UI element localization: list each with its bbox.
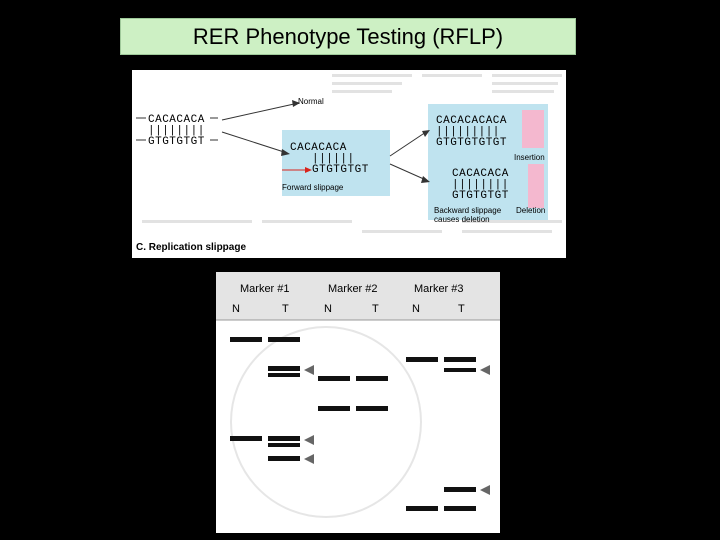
band [444, 506, 476, 511]
marker-2-label: Marker #2 [328, 283, 378, 295]
band [406, 357, 438, 362]
band [318, 406, 350, 411]
band [444, 357, 476, 362]
replication-slippage-figure: CACACACA |||||||| GTGTGTGT Normal CACACA… [132, 70, 566, 258]
band [268, 366, 300, 371]
left-strand-bars: |||||||| [148, 125, 205, 137]
band [268, 436, 300, 441]
left-strand-top: CACACACA [148, 114, 205, 126]
band [444, 368, 476, 372]
deletion-highlight [528, 164, 544, 208]
arrowhead-left-icon [480, 485, 490, 495]
insertion-highlight [522, 110, 544, 148]
band [268, 456, 300, 461]
insertion-strand-top: CACACACACA [436, 115, 507, 127]
forward-arrow-icon [305, 167, 312, 173]
slide-title-box: RER Phenotype Testing (RFLP) [120, 18, 576, 55]
deletion-strand-bottom: GTGTGTGT [452, 190, 509, 202]
deletion-strand-top: CACACACA [452, 168, 509, 180]
band [230, 337, 262, 342]
deletion-strand-bars: |||||||| [452, 179, 509, 191]
middle-strand-bottom: GTGTGTGT [312, 164, 369, 176]
band [268, 373, 300, 377]
insertion-strand-bottom: GTGTGTGTGT [436, 137, 507, 149]
backward-slippage-label-2: causes deletion [434, 215, 490, 224]
arrowhead-left-icon [480, 365, 490, 375]
band [356, 376, 388, 381]
arrowhead-left-icon [304, 454, 314, 464]
middle-strand-bars: |||||| [312, 153, 355, 165]
rflp-gel-figure: Marker #1 Marker #2 Marker #3 N T N T N … [216, 272, 500, 533]
band [444, 487, 476, 492]
band [268, 337, 300, 342]
gel-diagram: Marker #1 Marker #2 Marker #3 N T N T N … [216, 272, 500, 518]
slide-title: RER Phenotype Testing (RFLP) [192, 23, 504, 49]
marker-2-lane-t: T [372, 303, 379, 315]
arrowhead-left-icons [304, 365, 490, 495]
normal-label: Normal [298, 97, 324, 106]
marker-1-lane-n: N [232, 303, 240, 315]
insertion-strand-bars: ||||||||| [436, 126, 500, 138]
middle-strand-top: CACACACA [290, 142, 347, 154]
background-texture [230, 326, 422, 518]
backward-slippage-label-1: Backward slippage [434, 206, 502, 215]
marker-1-lane-t: T [282, 303, 289, 315]
background-text-texture [142, 74, 562, 233]
marker-3-label: Marker #3 [414, 283, 464, 295]
band [230, 436, 262, 441]
slippage-caption: C. Replication slippage [136, 242, 246, 253]
arrowhead-left-icon [304, 365, 314, 375]
slippage-diagram: CACACACA |||||||| GTGTGTGT Normal CACACA… [136, 74, 562, 253]
band [268, 443, 300, 447]
band [318, 376, 350, 381]
middle-highlight-box [282, 130, 390, 196]
marker-3-lane-n: N [412, 303, 420, 315]
gel-header-bg [216, 272, 500, 320]
insertion-label: Insertion [514, 153, 545, 162]
marker-2-bands [318, 376, 388, 411]
arrowhead-left-icon [304, 435, 314, 445]
marker-1-bands [230, 337, 300, 461]
marker-1-label: Marker #1 [240, 283, 290, 295]
forward-slippage-label: Forward slippage [282, 183, 344, 192]
left-strand-bottom: GTGTGTGT [148, 136, 205, 148]
marker-2-lane-n: N [324, 303, 332, 315]
band [356, 406, 388, 411]
marker-3-lane-t: T [458, 303, 465, 315]
band [406, 506, 438, 511]
marker-3-bands [406, 357, 476, 511]
deletion-label: Deletion [516, 206, 545, 215]
